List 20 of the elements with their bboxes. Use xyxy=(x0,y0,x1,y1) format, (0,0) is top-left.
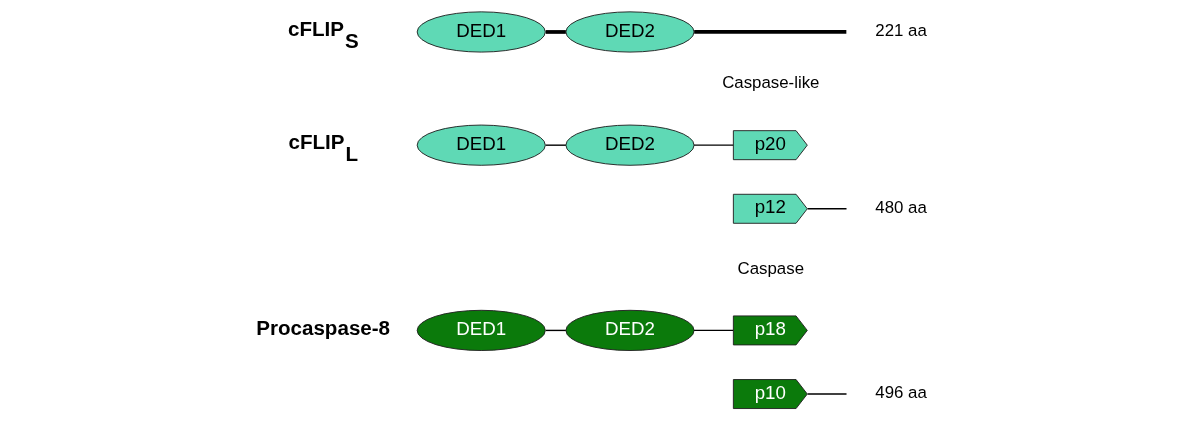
node-ellipse: DED2 xyxy=(565,11,695,53)
connector xyxy=(693,329,734,332)
label: Procaspase-8 xyxy=(256,315,391,339)
connector xyxy=(545,144,567,146)
connector xyxy=(806,393,848,395)
connector xyxy=(806,208,848,210)
label: 496 aa xyxy=(875,383,927,403)
node-ellipse: DED2 xyxy=(565,309,695,351)
connector xyxy=(545,30,566,34)
node-ellipse: DED1 xyxy=(416,11,546,53)
node-ellipse: DED1 xyxy=(416,124,546,166)
label: 221 aa xyxy=(875,21,927,41)
label: Caspase xyxy=(737,258,804,278)
node-ellipse: DED1 xyxy=(416,309,546,351)
connector xyxy=(694,30,847,34)
connector xyxy=(545,329,567,332)
connector xyxy=(693,144,734,146)
label: 480 aa xyxy=(875,197,927,217)
label: Caspase-like xyxy=(722,73,820,93)
node-ellipse: DED2 xyxy=(565,124,695,166)
